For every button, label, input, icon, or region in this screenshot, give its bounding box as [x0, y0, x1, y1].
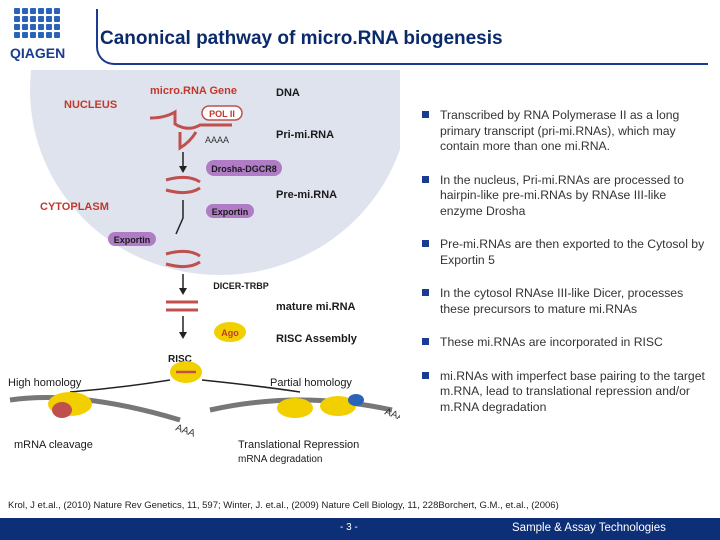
dicer-label: DICER-TRBP — [213, 281, 269, 291]
pre-mirna-label: Pre-mi.RNA — [276, 189, 337, 201]
qiagen-logo: QIAGEN — [10, 8, 65, 61]
footer-tagline: Sample & Assay Technologies — [512, 522, 666, 534]
bullet-item: mi.RNAs with imperfect base pairing to t… — [420, 369, 712, 416]
risc-right-cap — [348, 394, 364, 406]
title-rule — [96, 9, 708, 65]
risc-right-protein-2 — [320, 396, 356, 416]
risc-assembly-label: RISC Assembly — [276, 333, 358, 345]
bullet-text: Pre-mi.RNAs are then exported to the Cyt… — [440, 237, 705, 267]
reference-text: Krol, J et.al., (2010) Nature Rev Geneti… — [8, 500, 559, 511]
header: QIAGEN Canonical pathway of micro.RNA bi… — [0, 0, 720, 78]
mature-mirna-label: mature mi.RNA — [276, 301, 356, 313]
cytoplasm-label: CYTOPLASM — [40, 201, 109, 213]
bullet-text: In the cytosol RNAse III-like Dicer, pro… — [440, 286, 684, 316]
ago-label: Ago — [221, 328, 239, 338]
mirna-pathway-diagram: NUCLEUS CYTOPLASM micro.RNA Gene DNA POL… — [8, 70, 400, 465]
bullet-text: In the nucleus, Pri-mi.RNAs are processe… — [440, 172, 684, 218]
translational-repression-label: Translational Repression — [238, 439, 359, 451]
pol2-label: POL II — [209, 109, 235, 119]
mrna-degradation-label: mRNA degradation — [238, 454, 323, 465]
ago-protein — [214, 322, 246, 342]
risc-left-cap — [52, 402, 72, 418]
footer-bar — [0, 518, 720, 540]
exportin-nuclear-badge — [206, 204, 254, 218]
drosha-label: Drosha-DGCR8 — [211, 164, 277, 174]
pol2-badge — [201, 105, 243, 121]
exportin-cyto-badge — [108, 232, 156, 246]
dna-label: DNA — [276, 87, 300, 99]
left-polya-label: AAA — [174, 422, 197, 439]
arrow-3-head — [179, 288, 187, 295]
right-polya-label: AAAA — [383, 406, 400, 426]
logo-text: QIAGEN — [10, 45, 65, 61]
partial-homology-label: Partial homology — [270, 377, 352, 389]
bullet-item: Pre-mi.RNAs are then exported to the Cyt… — [420, 237, 712, 268]
bullet-marker — [422, 111, 429, 118]
arrow-4-head — [179, 332, 187, 339]
pri-mirna-label: Pri-mi.RNA — [276, 129, 334, 141]
mature-mirna-duplex — [166, 300, 198, 312]
bullet-marker — [422, 371, 429, 379]
bullet-marker — [422, 289, 429, 296]
risc-right-protein-1 — [277, 398, 313, 418]
bullet-text: These mi.RNAs are incorporated in RISC — [440, 335, 663, 349]
bullet-text: mi.RNAs with imperfect base pairing to t… — [440, 368, 705, 414]
page-number: - 3 - — [340, 522, 358, 533]
bullet-text: Transcribed by RNA Polymerase II as a lo… — [440, 108, 680, 153]
bullet-item: In the cytosol RNAse III-like Dicer, pro… — [420, 286, 712, 317]
pri-mirna-hairpin — [178, 131, 198, 151]
bullet-list: Transcribed by RNA Polymerase II as a lo… — [420, 108, 712, 415]
nucleus-label: NUCLEUS — [64, 99, 117, 111]
bullet-marker — [422, 338, 429, 345]
bullet-marker — [422, 240, 429, 247]
bullet-marker — [422, 175, 429, 183]
bullet-item: In the nucleus, Pri-mi.RNAs are processe… — [420, 173, 712, 220]
bullet-item: These mi.RNAs are incorporated in RISC — [420, 335, 712, 351]
exportin-cyto-label: Exportin — [114, 235, 151, 245]
high-homology-arrow — [69, 379, 171, 393]
high-homology-label: High homology — [8, 377, 82, 389]
pre-mirna-hairpin — [165, 175, 201, 195]
page-title: Canonical pathway of micro.RNA biogenesi… — [100, 28, 503, 49]
dicer-badge — [210, 278, 272, 292]
dna-strand — [149, 109, 232, 130]
mrna-left — [9, 395, 181, 423]
arrow-1-head — [179, 166, 187, 173]
exportin-nuclear-label: Exportin — [212, 207, 249, 217]
partial-homology-arrow — [201, 379, 301, 393]
arrow-2 — [175, 200, 184, 235]
pri-polya-label: AAAA — [205, 135, 229, 145]
drosha-badge — [206, 160, 282, 176]
risc-label: RISC — [168, 354, 192, 365]
mrna-cleavage-label: mRNA cleavage — [14, 439, 93, 451]
bullet-item: Transcribed by RNA Polymerase II as a lo… — [420, 108, 712, 155]
mirna-gene-label: micro.RNA Gene — [150, 85, 237, 97]
cyto-pre-mirna-hairpin — [165, 249, 201, 269]
